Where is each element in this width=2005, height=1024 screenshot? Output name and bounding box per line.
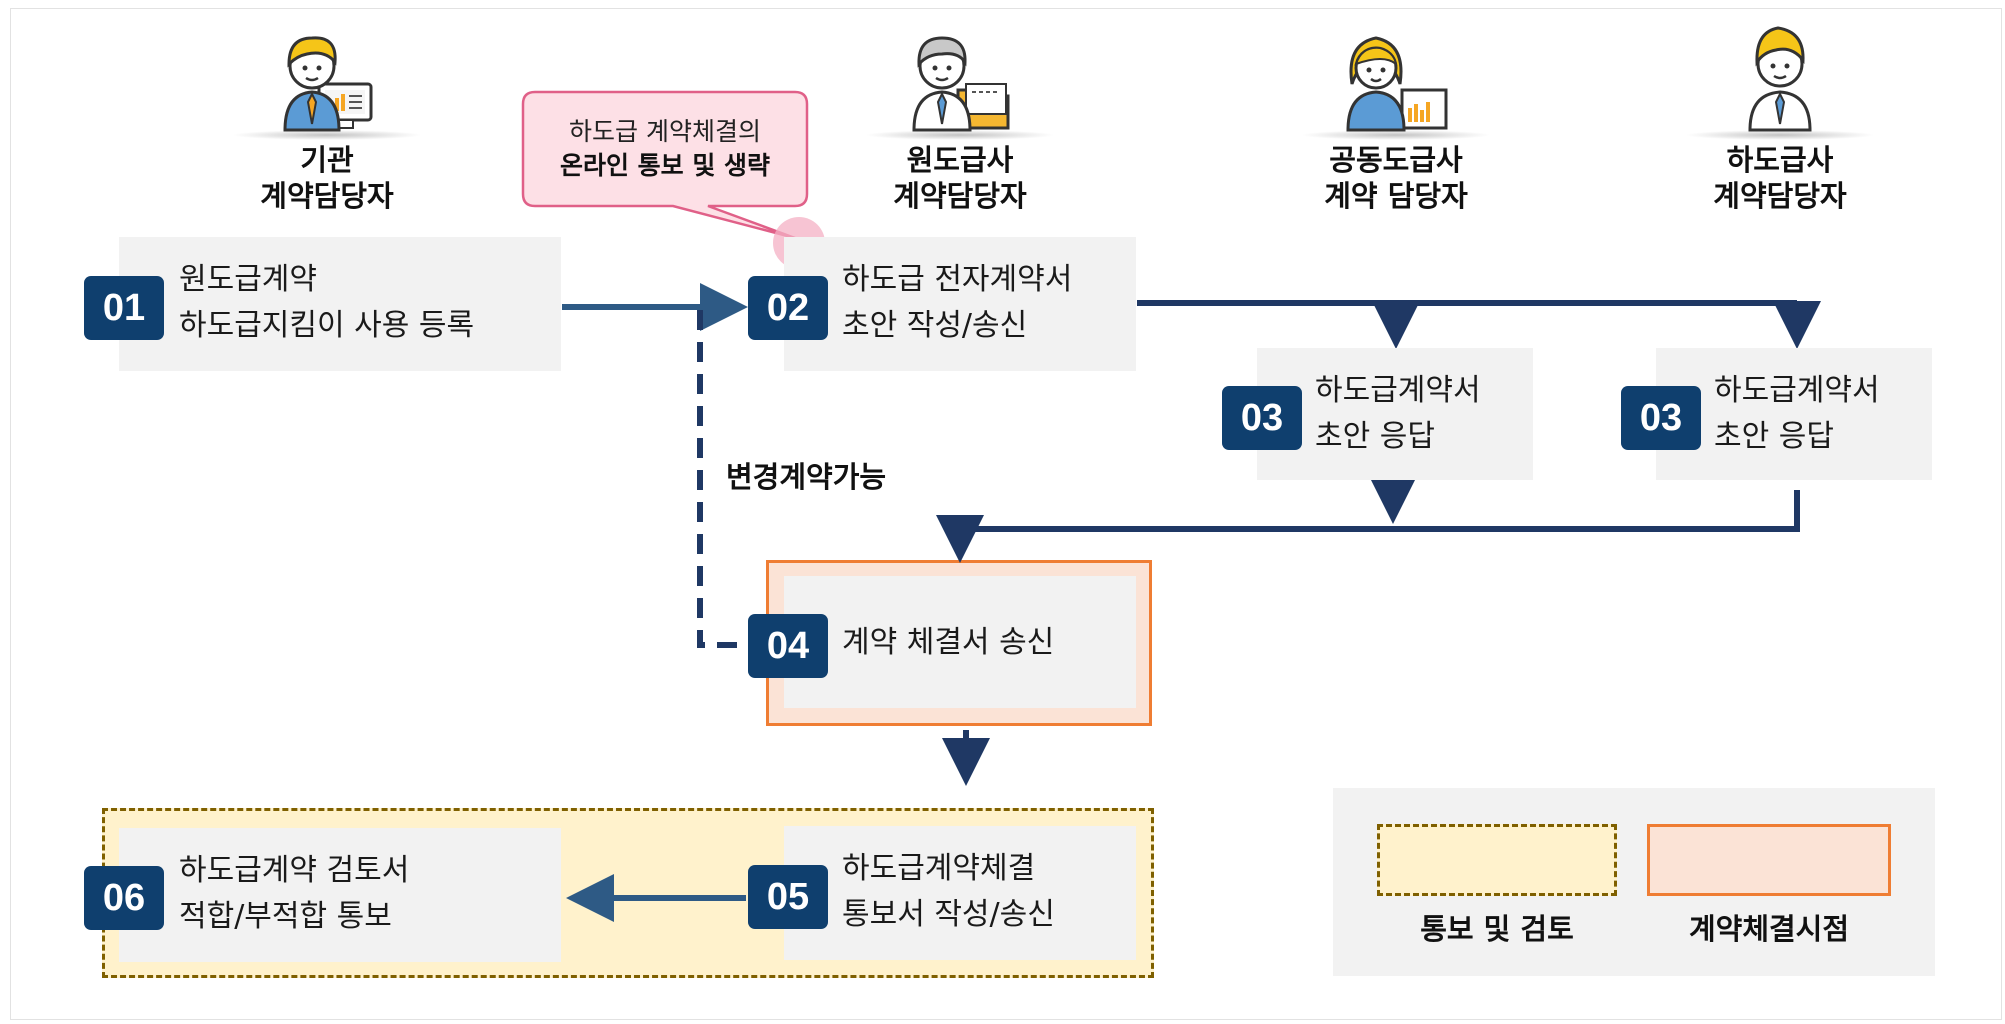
step-03b-line2: 초안 응답 — [1714, 419, 1834, 454]
actor-agency-line2: 계약담당자 — [260, 179, 394, 213]
step-01-line1: 원도급계약 — [179, 262, 317, 297]
step-03b-box: 하도급계약서 초안 응답 — [1656, 348, 1932, 480]
step-05-line2: 통보서 작성/송신 — [842, 897, 1055, 932]
actor-sub-line2: 계약담당자 — [1713, 179, 1847, 213]
legend-notice-swatch — [1377, 824, 1617, 896]
joint-person-icon — [1346, 36, 1448, 132]
joint-shadow — [1301, 130, 1491, 140]
step-06-box: 하도급계약 검토서 적합/부적합 통보 — [119, 828, 561, 962]
step-03b-badge: 03 — [1621, 386, 1701, 450]
legend-contract-label: 계약체결시점 — [1688, 912, 1850, 946]
legend-contract-swatch — [1647, 824, 1891, 896]
actor-sub: 하도급사 계약담당자 — [1660, 24, 1900, 224]
step-01-line2: 하도급지킴이 사용 등록 — [179, 308, 475, 343]
step-04-box: 계약 체결서 송신 — [784, 576, 1136, 708]
actor-agency-name: 기관 계약담당자 — [207, 142, 447, 214]
prime-person-icon — [912, 36, 1010, 132]
step-02-box: 하도급 전자계약서 초안 작성/송신 — [784, 237, 1136, 371]
actor-joint-line1: 공동도급사 — [1329, 143, 1463, 177]
step-06-line2: 적합/부적합 통보 — [179, 899, 392, 934]
step-01-box: 원도급계약 하도급지킴이 사용 등록 — [119, 237, 561, 371]
actor-prime-name: 원도급사 계약담당자 — [840, 142, 1080, 214]
actor-sub-name: 하도급사 계약담당자 — [1660, 142, 1900, 214]
actor-prime-line2: 계약담당자 — [893, 179, 1027, 213]
agency-shadow — [232, 130, 422, 140]
step-03a-line2: 초안 응답 — [1315, 419, 1435, 454]
sub-shadow — [1685, 130, 1875, 140]
actor-prime-line1: 원도급사 — [906, 143, 1014, 177]
step-05-badge: 05 — [748, 865, 828, 929]
step-05-line1: 하도급계약체결 — [842, 851, 1036, 886]
step-05-box: 하도급계약체결 통보서 작성/송신 — [784, 826, 1136, 960]
actor-agency: 기관 계약담당자 — [207, 24, 447, 224]
step-01-badge: 01 — [84, 276, 164, 340]
actor-prime: 원도급사 계약담당자 — [840, 24, 1080, 224]
callout-bubble: 하도급 계약체결의 온라인 통보 및 생략 — [521, 90, 809, 240]
actor-agency-line1: 기관 — [300, 143, 354, 177]
prime-shadow — [865, 130, 1055, 140]
actor-joint: 공동도급사 계약 담당자 — [1276, 24, 1516, 224]
step-03a-badge: 03 — [1222, 386, 1302, 450]
step-02-badge: 02 — [748, 276, 828, 340]
step-03a-box: 하도급계약서 초안 응답 — [1257, 348, 1533, 480]
actor-joint-line2: 계약 담당자 — [1324, 179, 1468, 213]
step-06-line1: 하도급계약 검토서 — [179, 853, 410, 888]
dashed-change-path — [697, 310, 750, 648]
change-contract-label: 변경계약가능 — [726, 460, 887, 494]
step-06-badge: 06 — [84, 866, 164, 930]
sub-person-icon — [1748, 26, 1812, 132]
step-03b-line1: 하도급계약서 — [1714, 373, 1880, 408]
step-04-line1: 계약 체결서 송신 — [842, 625, 1055, 660]
agency-person-icon — [283, 36, 373, 132]
actor-joint-name: 공동도급사 계약 담당자 — [1276, 142, 1516, 214]
actor-sub-line1: 하도급사 — [1726, 143, 1834, 177]
callout-line2: 온라인 통보 및 생략 — [559, 151, 771, 180]
step-02-line1: 하도급 전자계약서 — [842, 262, 1073, 297]
legend-notice-label: 통보 및 검토 — [1420, 912, 1574, 946]
legend-panel: 통보 및 검토 계약체결시점 — [1333, 788, 1935, 976]
line-03b-merge — [960, 490, 1800, 532]
diagram-frame — [10, 8, 2002, 1020]
step-03a-line1: 하도급계약서 — [1315, 373, 1481, 408]
step-04-badge: 04 — [748, 614, 828, 678]
callout-line1: 하도급 계약체결의 — [569, 117, 761, 146]
step-02-line2: 초안 작성/송신 — [842, 308, 1028, 343]
